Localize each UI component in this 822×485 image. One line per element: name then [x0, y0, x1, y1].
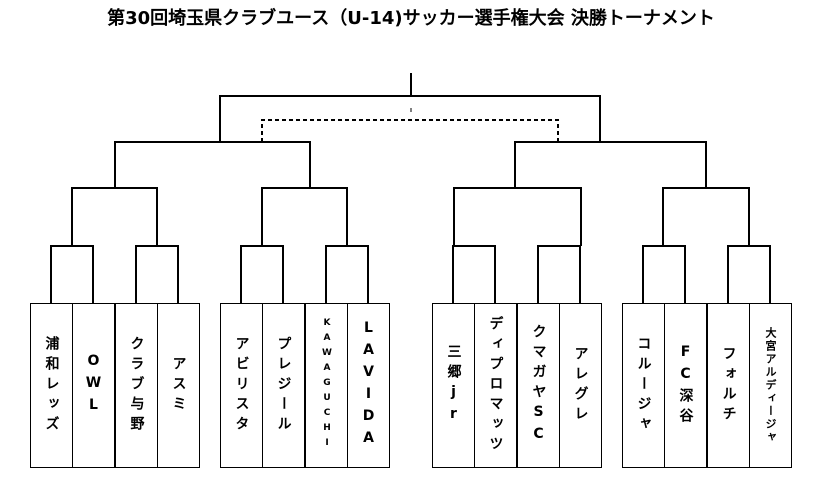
quarterfinal-1 [71, 187, 158, 246]
third-place-bracket [261, 119, 559, 142]
team-name: OWL [85, 352, 102, 419]
team-box: 三郷jr [432, 303, 475, 468]
round1-match-6 [537, 245, 581, 303]
team-box: コルージャ [622, 303, 665, 468]
team-box: クラブ与野 [115, 303, 158, 468]
team-box: フォルチ [707, 303, 750, 468]
round1-match-8 [727, 245, 771, 303]
team-name: プレジール [275, 335, 292, 436]
round1-match-5 [452, 245, 496, 303]
quarterfinal-4 [662, 187, 750, 246]
round1-match-1 [50, 245, 94, 303]
team-name: アビリスタ [233, 335, 250, 436]
team-box: アスミ [157, 303, 200, 468]
team-name: コルージャ [635, 335, 652, 436]
team-box: プレジール [262, 303, 305, 468]
team-name: FC深谷 [677, 343, 694, 428]
round1-match-2 [135, 245, 179, 303]
round1-match-7 [642, 245, 686, 303]
team-name: LAVIDA [360, 319, 377, 452]
quarterfinal-3 [453, 187, 582, 246]
quarterfinal-2 [261, 187, 348, 246]
team-box: LAVIDA [347, 303, 390, 468]
team-box: ディプロマッツ [474, 303, 517, 468]
round1-match-3 [240, 245, 284, 303]
team-name: KAWAGUCHI [322, 318, 332, 453]
team-name: 大宮アルディージャ [764, 327, 777, 444]
team-box: KAWAGUCHI [305, 303, 348, 468]
semifinal-left [114, 141, 311, 188]
team-box: クマガヤSC [517, 303, 560, 468]
team-name: 浦和レッズ [43, 335, 60, 436]
team-box: アビリスタ [220, 303, 263, 468]
team-box: OWL [72, 303, 115, 468]
team-name: クマガヤSC [530, 323, 547, 448]
team-name: アレグレ [572, 345, 589, 426]
semifinal-right [514, 141, 707, 188]
team-name: フォルチ [720, 345, 737, 426]
team-name: ディプロマッツ [487, 315, 504, 456]
team-box: アレグレ [559, 303, 602, 468]
team-name: アスミ [170, 355, 187, 416]
round1-match-4 [325, 245, 369, 303]
team-name: クラブ与野 [128, 335, 145, 436]
tournament-title: 第30回埼玉県クラブユース（U-14)サッカー選手権大会 決勝トーナメント [107, 8, 715, 29]
team-box: 浦和レッズ [30, 303, 73, 468]
team-box: 大宮アルディージャ [749, 303, 792, 468]
team-name: 三郷jr [445, 343, 462, 428]
team-box: FC深谷 [664, 303, 707, 468]
final-bracket [219, 95, 601, 142]
